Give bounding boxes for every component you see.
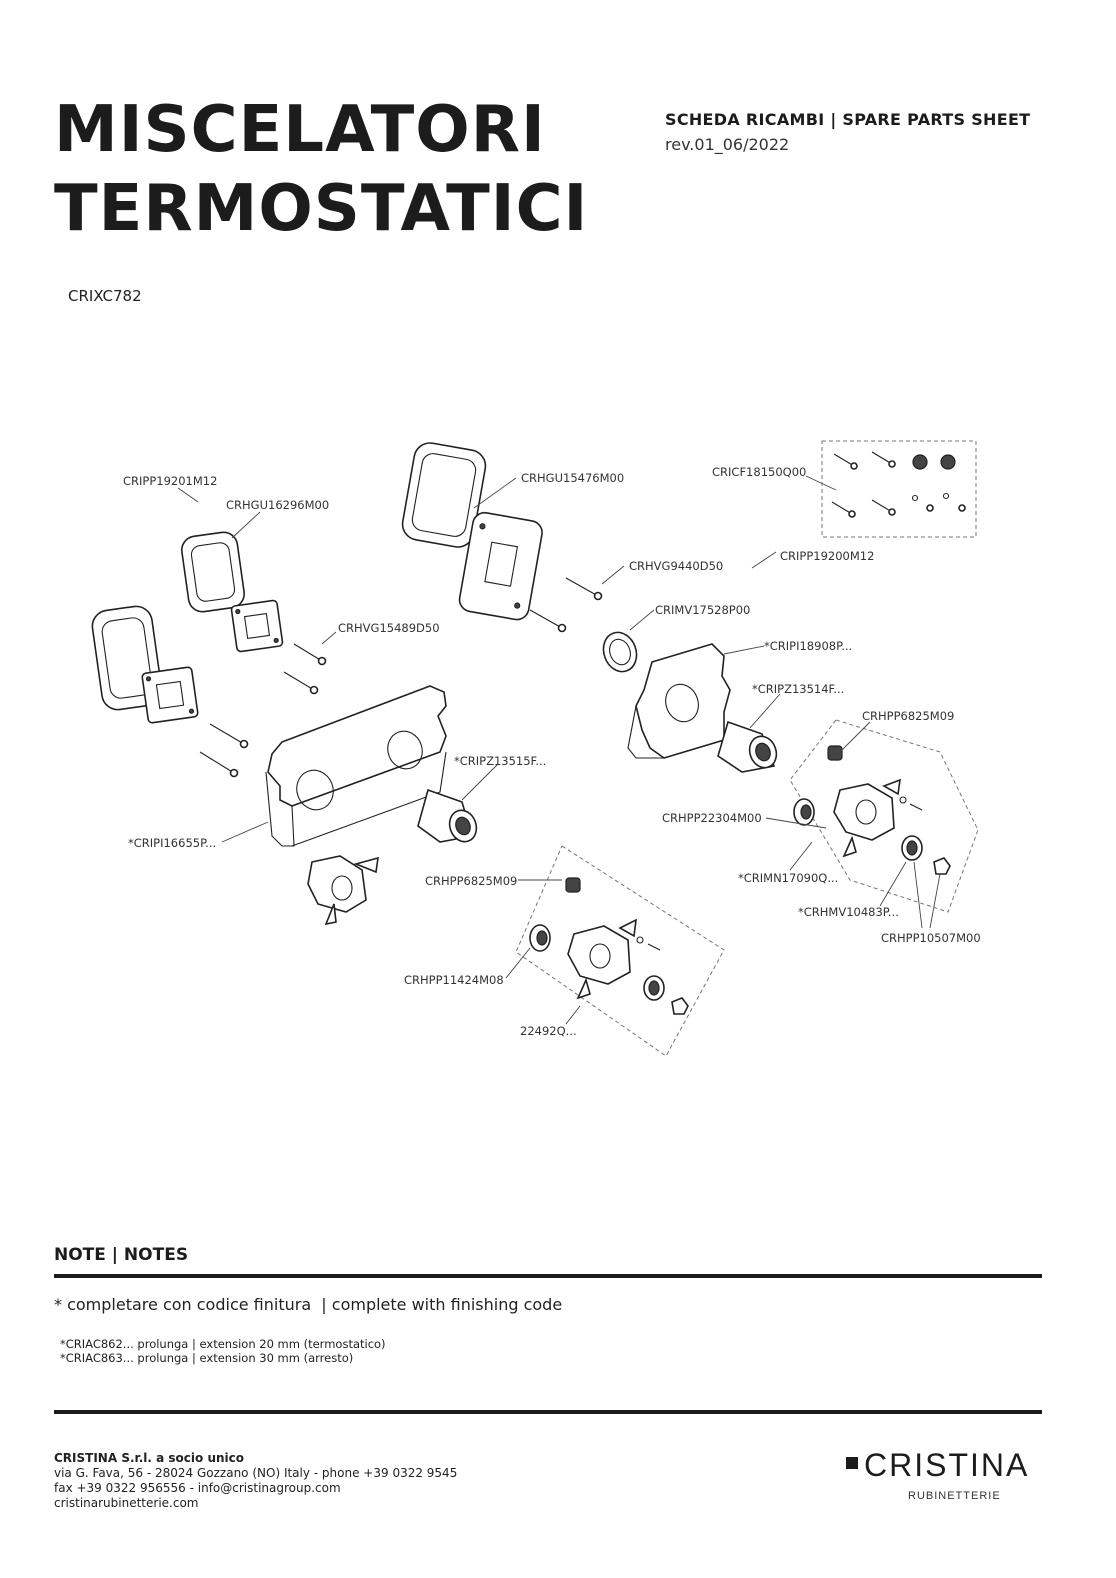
screw-kit-box bbox=[821, 440, 977, 538]
label-22492q: 22492Q... bbox=[520, 1024, 577, 1038]
company-address: via G. Fava, 56 - 28024 Gozzano (NO) Ita… bbox=[54, 1466, 458, 1480]
cover-plate-large bbox=[265, 685, 447, 847]
gasket-upper bbox=[401, 442, 487, 548]
label-cricf18150q00: CRICF18150Q00 bbox=[712, 465, 806, 479]
parts-drawing bbox=[91, 440, 979, 1057]
label-cripp19201m12: CRIPP19201M12 bbox=[123, 474, 217, 488]
label-crhmv10483p: *CRHMV10483P... bbox=[798, 905, 899, 919]
divider-rule bbox=[54, 1274, 1042, 1278]
logo-square-mark bbox=[846, 1457, 858, 1469]
part-labels: CRIPP19201M12 CRHGU16296M00 CRHGU15476M0… bbox=[123, 465, 981, 1038]
screws-left bbox=[199, 643, 327, 778]
square-plate-left-2 bbox=[230, 599, 284, 653]
label-crhpp6825m09-lower: CRHPP6825M09 bbox=[425, 874, 517, 888]
company-website: cristinarubinetterie.com bbox=[54, 1496, 199, 1510]
ring-crimv bbox=[602, 631, 638, 673]
notes-heading: NOTE | NOTES bbox=[54, 1245, 189, 1265]
label-cripz13515f: *CRIPZ13515F... bbox=[454, 754, 546, 768]
page-title-line-2: TERMOSTATICI bbox=[54, 172, 589, 246]
note-finishing-code: * completare con codice finitura | compl… bbox=[54, 1295, 563, 1314]
label-cripi16655p: *CRIPI16655P... bbox=[128, 836, 216, 850]
label-crimv17528p00: CRIMV17528P00 bbox=[655, 603, 750, 617]
logo-wordmark: CRISTINA bbox=[864, 1447, 1030, 1483]
page-title-line-1: MISCELATORI bbox=[54, 93, 546, 167]
gasket-left-inner bbox=[180, 531, 246, 613]
label-cripi18908p: *CRIPI18908P... bbox=[764, 639, 852, 653]
label-crhpp10507m00: CRHPP10507M00 bbox=[881, 931, 981, 945]
label-crhvg9440d50: CRHVG9440D50 bbox=[629, 559, 723, 573]
cristina-logo: CRISTINA RUBINETTERIE bbox=[846, 1447, 1042, 1507]
note-extension-30mm: *CRIAC863... prolunga | extension 30 mm … bbox=[60, 1351, 354, 1365]
screws-upper bbox=[529, 577, 603, 633]
divider-rule bbox=[54, 1410, 1042, 1414]
screw-kit bbox=[831, 451, 966, 518]
handle-kit-lower bbox=[529, 877, 689, 1015]
label-cripp19200m12: CRIPP19200M12 bbox=[780, 549, 874, 563]
label-crhvg15489d50: CRHVG15489D50 bbox=[338, 621, 440, 635]
label-crhgu15476m00: CRHGU15476M00 bbox=[521, 471, 624, 485]
handle-kit-right bbox=[793, 745, 951, 875]
note-extension-20mm: *CRIAC862... prolunga | extension 20 mm … bbox=[60, 1337, 386, 1351]
exploded-parts-diagram: CRIPP19201M12 CRHGU16296M00 CRHGU15476M0… bbox=[91, 440, 981, 1057]
product-code: CRIXC782 bbox=[68, 287, 142, 305]
handle-left bbox=[307, 855, 379, 926]
leader-lines bbox=[177, 475, 941, 1025]
square-plate-left-1 bbox=[141, 666, 199, 724]
label-crimn17090q: *CRIMN17090Q... bbox=[738, 871, 838, 885]
label-crhgu16296m00: CRHGU16296M00 bbox=[226, 498, 329, 512]
company-info: CRISTINA S.r.l. a socio unico via G. Fav… bbox=[54, 1451, 457, 1511]
label-crhpp6825m09-right: CRHPP6825M09 bbox=[862, 709, 954, 723]
company-fax-email: fax +39 0322 956556 - info@cristinagroup… bbox=[54, 1481, 341, 1495]
cylinder-cartridge-right bbox=[717, 720, 778, 773]
sheet-type-heading: SCHEDA RICAMBI | SPARE PARTS SHEET bbox=[665, 110, 1031, 129]
label-crhpp11424m08: CRHPP11424M08 bbox=[404, 973, 504, 987]
revision-label: rev.01_06/2022 bbox=[665, 135, 790, 154]
company-name: CRISTINA S.r.l. a socio unico bbox=[54, 1451, 244, 1465]
handle-kit-lower-box bbox=[515, 845, 725, 1057]
logo-subtitle: RUBINETTERIE bbox=[908, 1490, 1001, 1502]
cylinder-cartridge-left bbox=[417, 788, 478, 843]
handle-kit-right-box bbox=[789, 719, 979, 913]
label-crhpp22304m00: CRHPP22304M00 bbox=[662, 811, 762, 825]
mounting-plate-upper bbox=[458, 511, 543, 621]
cover-plate-single bbox=[627, 643, 731, 759]
label-cripz13514f: *CRIPZ13514F... bbox=[752, 682, 844, 696]
